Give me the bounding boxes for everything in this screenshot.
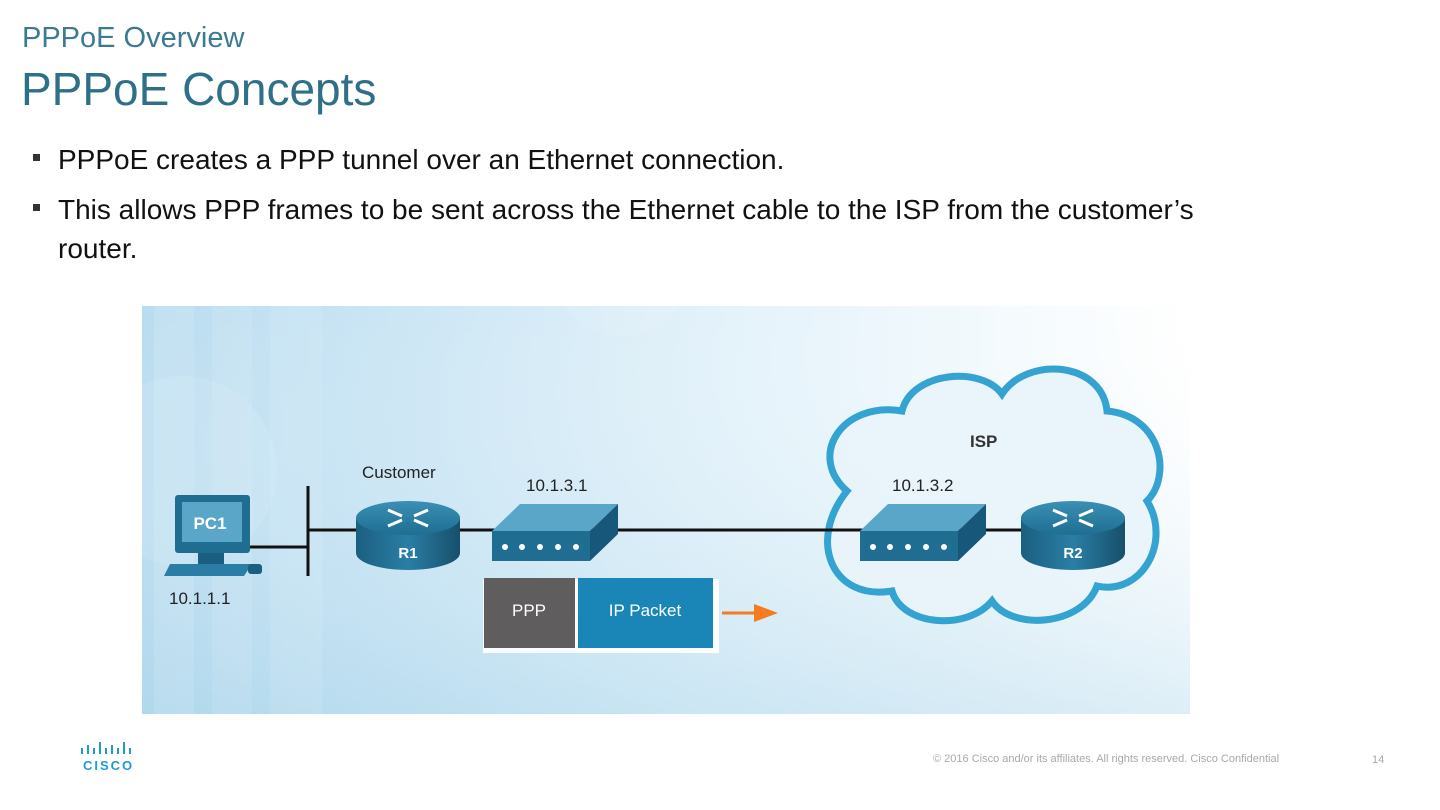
modem2-address: 10.1.3.2 bbox=[892, 476, 953, 495]
slide-subtitle: PPPoE Overview bbox=[22, 22, 245, 54]
page-number: 14 bbox=[1372, 754, 1385, 766]
pc1-computer-icon bbox=[164, 495, 262, 576]
ppp-frame bbox=[483, 578, 719, 653]
r1-router-icon bbox=[356, 501, 460, 570]
slide-title: PPPoE Concepts bbox=[21, 63, 377, 115]
pppoe-diagram: PC1 10.1.1.1 Customer R1 10.1.3.1 bbox=[142, 306, 1190, 714]
cisco-logo: CISCO bbox=[80, 742, 136, 773]
direction-arrow-icon bbox=[722, 604, 778, 622]
cisco-logo-text: CISCO bbox=[83, 758, 135, 773]
frame-ppp-label: PPP bbox=[512, 601, 546, 620]
bullet-text: This allows PPP frames to be sent across… bbox=[58, 194, 1194, 264]
bullet-item: This allows PPP frames to be sent across… bbox=[30, 190, 1230, 268]
r2-router-icon bbox=[1021, 501, 1125, 570]
r2-label: R2 bbox=[1063, 545, 1082, 562]
modem2-icon bbox=[860, 504, 986, 561]
customer-label: Customer bbox=[362, 463, 436, 482]
r1-label: R1 bbox=[398, 545, 417, 562]
copyright-notice: © 2016 Cisco and/or its affiliates. All … bbox=[933, 753, 1280, 765]
bullet-text: PPPoE creates a PPP tunnel over an Ether… bbox=[58, 144, 785, 175]
frame-ip-packet-label: IP Packet bbox=[609, 601, 682, 620]
pc1-label: PC1 bbox=[193, 514, 226, 533]
cisco-bars-icon bbox=[81, 742, 131, 754]
bullet-square-icon bbox=[33, 154, 40, 161]
isp-label: ISP bbox=[970, 432, 997, 451]
modem1-icon bbox=[492, 504, 618, 561]
bullet-item: PPPoE creates a PPP tunnel over an Ether… bbox=[30, 140, 1230, 179]
modem1-address: 10.1.3.1 bbox=[526, 476, 587, 495]
pc1-address: 10.1.1.1 bbox=[169, 589, 230, 608]
bullet-list: PPPoE creates a PPP tunnel over an Ether… bbox=[30, 140, 1230, 279]
bullet-square-icon bbox=[33, 204, 40, 211]
